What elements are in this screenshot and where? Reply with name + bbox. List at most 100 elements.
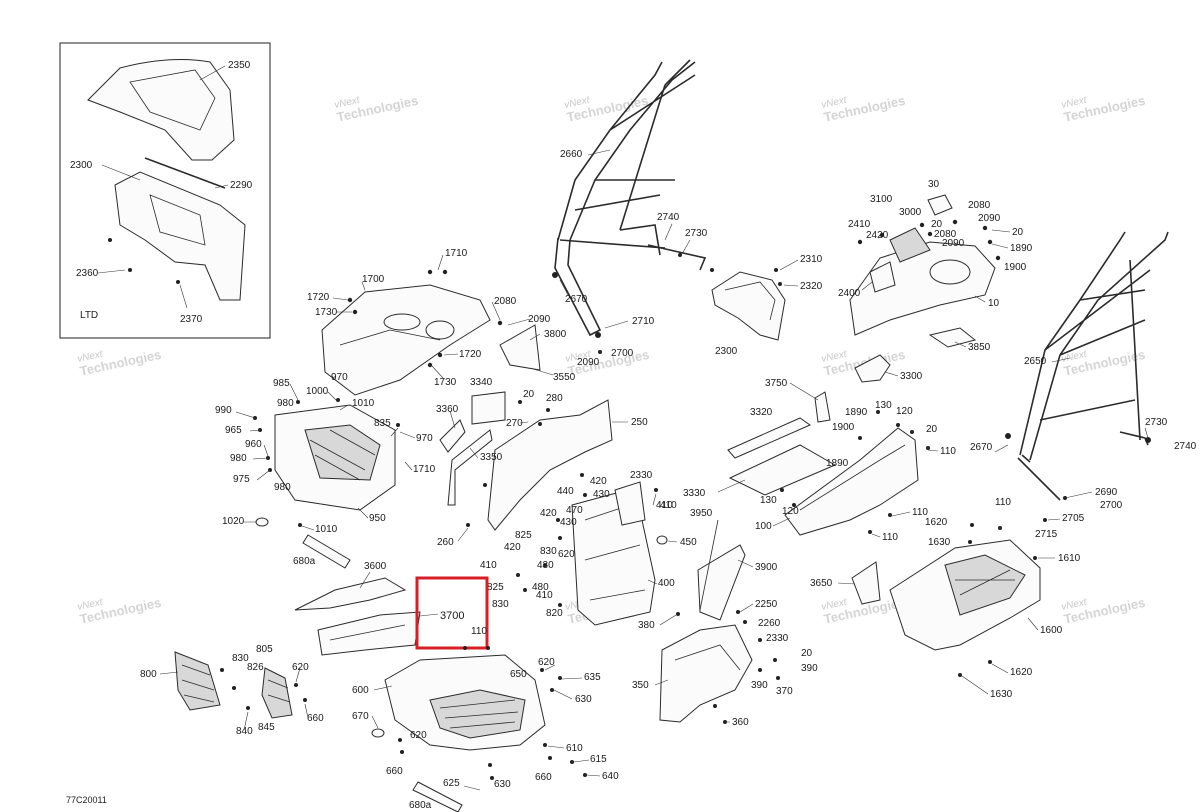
fastener-icon: [773, 658, 777, 662]
fastener-icon: [758, 638, 762, 642]
part-3360: [439, 419, 466, 453]
fastener-icon: [556, 518, 560, 522]
callout-label: 1890: [1010, 243, 1033, 254]
part-3330: [728, 444, 837, 496]
fastener-icon: [654, 488, 658, 492]
callout-label: 360: [732, 717, 749, 728]
part-2330: [614, 481, 646, 526]
callout-label: 825: [515, 530, 532, 541]
callout-label: 970: [331, 372, 348, 383]
callout-label: 2330: [766, 633, 789, 644]
callout-label: 620: [292, 662, 309, 673]
fastener-icon: [550, 688, 554, 692]
inset-part-2290: [144, 157, 226, 189]
part-2400: [869, 261, 896, 293]
callout-label: 950: [369, 513, 386, 524]
callout-label: 2650: [1024, 356, 1047, 367]
callout-label: 380: [638, 620, 655, 631]
fastener-icon: [558, 603, 562, 607]
fastener-icon: [427, 362, 433, 368]
callout-label: 980: [230, 453, 247, 464]
callout-label: 410: [536, 590, 553, 601]
callout-label: 990: [215, 405, 232, 416]
fastener-icon: [958, 673, 962, 677]
console-assembly-1700: 1710 1700 1720 1730 2080 2090 3800 1720 …: [307, 248, 567, 396]
fastener-icon: [398, 738, 402, 742]
fastener-icon: [1043, 518, 1047, 522]
fastener-icon: [583, 773, 587, 777]
callout-label: 100: [755, 521, 772, 532]
vent-leaders: [159, 667, 309, 731]
fastener-icon: [919, 222, 925, 228]
part-detail: [799, 444, 906, 511]
fastener-icon: [678, 253, 682, 257]
callout-label: 1900: [1004, 262, 1027, 273]
callout-label: 630: [494, 779, 511, 790]
lower-trim-leaders: [359, 571, 371, 589]
part-detail: [674, 644, 741, 671]
callout-label: 2420: [866, 230, 889, 241]
fastener-icon: [580, 473, 584, 477]
dashboard-assembly-10: 30 3100 3000 2410 2420 20 2080 2090 2080…: [838, 179, 1033, 353]
part-3650: [851, 561, 881, 605]
part-350: [659, 624, 753, 723]
part-2300: [711, 271, 786, 341]
callout-label: 2700: [611, 348, 634, 359]
callout-label: 1020: [222, 516, 245, 527]
callout-label: 120: [896, 406, 913, 417]
part-3000: [889, 227, 931, 263]
callout-label: 800: [140, 669, 157, 680]
callout-label: 845: [258, 722, 275, 733]
cage-lower: [554, 237, 602, 337]
part-3950: [699, 519, 719, 611]
roll-cage-2650: 2650: [1005, 231, 1169, 522]
inset-part-detail: [149, 194, 206, 246]
callout-label: 625: [443, 778, 460, 789]
callout-label: 420: [590, 476, 607, 487]
callout-label: 3550: [553, 372, 576, 383]
callout-label: 1890: [826, 458, 849, 469]
floor-panel-1600: 2670 2730 2740 2690 2700 2705 2715 110 1…: [810, 417, 1197, 700]
cage-leaders: [1051, 357, 1071, 363]
callout-label: 2080: [494, 296, 517, 307]
fastener-icon: [926, 446, 930, 450]
inset-part-2300: [114, 171, 246, 301]
callout-label: 2090: [577, 357, 600, 368]
watermark-text: vNext: [1060, 95, 1088, 111]
callout-label: 20: [931, 219, 943, 230]
fastener-icon: [758, 668, 762, 672]
fastener-icon: [442, 269, 448, 275]
callout-label: 1620: [925, 517, 948, 528]
fastener-icon: [396, 423, 400, 427]
fastener-icon: [246, 706, 250, 710]
callout-label: 620: [538, 657, 555, 668]
part-detail: [329, 624, 406, 641]
callout-label: 3340: [470, 377, 493, 388]
fastener-icon: [516, 573, 520, 577]
callout-label: 2660: [560, 149, 583, 160]
callout-label: 110: [471, 626, 487, 637]
callout-label: 630: [575, 694, 592, 705]
callout-label: 2730: [1145, 417, 1168, 428]
callout-label: 1720: [459, 349, 482, 360]
cage-structure: [1019, 231, 1169, 461]
callout-label: 30: [928, 179, 940, 190]
callout-label: 830: [540, 546, 557, 557]
callout-label: 470: [566, 505, 583, 516]
callout-label: 670: [352, 711, 369, 722]
callout-label: 830: [492, 599, 509, 610]
lower-right-leaders: [654, 559, 754, 723]
part-3800: [499, 324, 541, 371]
callout-label: 2290: [230, 180, 253, 191]
callout-label: 390: [751, 680, 768, 691]
callout-label: 3300: [900, 371, 923, 382]
bolt-icon: [128, 268, 132, 272]
callout-label: 980: [274, 482, 291, 493]
callout-label: 20: [801, 648, 813, 659]
callout-label: 3850: [968, 342, 991, 353]
bin-leaders: [235, 383, 416, 531]
callout-label: 2705: [1062, 513, 1085, 524]
tray-leaders: [371, 664, 601, 791]
callout-label: 1010: [352, 398, 375, 409]
